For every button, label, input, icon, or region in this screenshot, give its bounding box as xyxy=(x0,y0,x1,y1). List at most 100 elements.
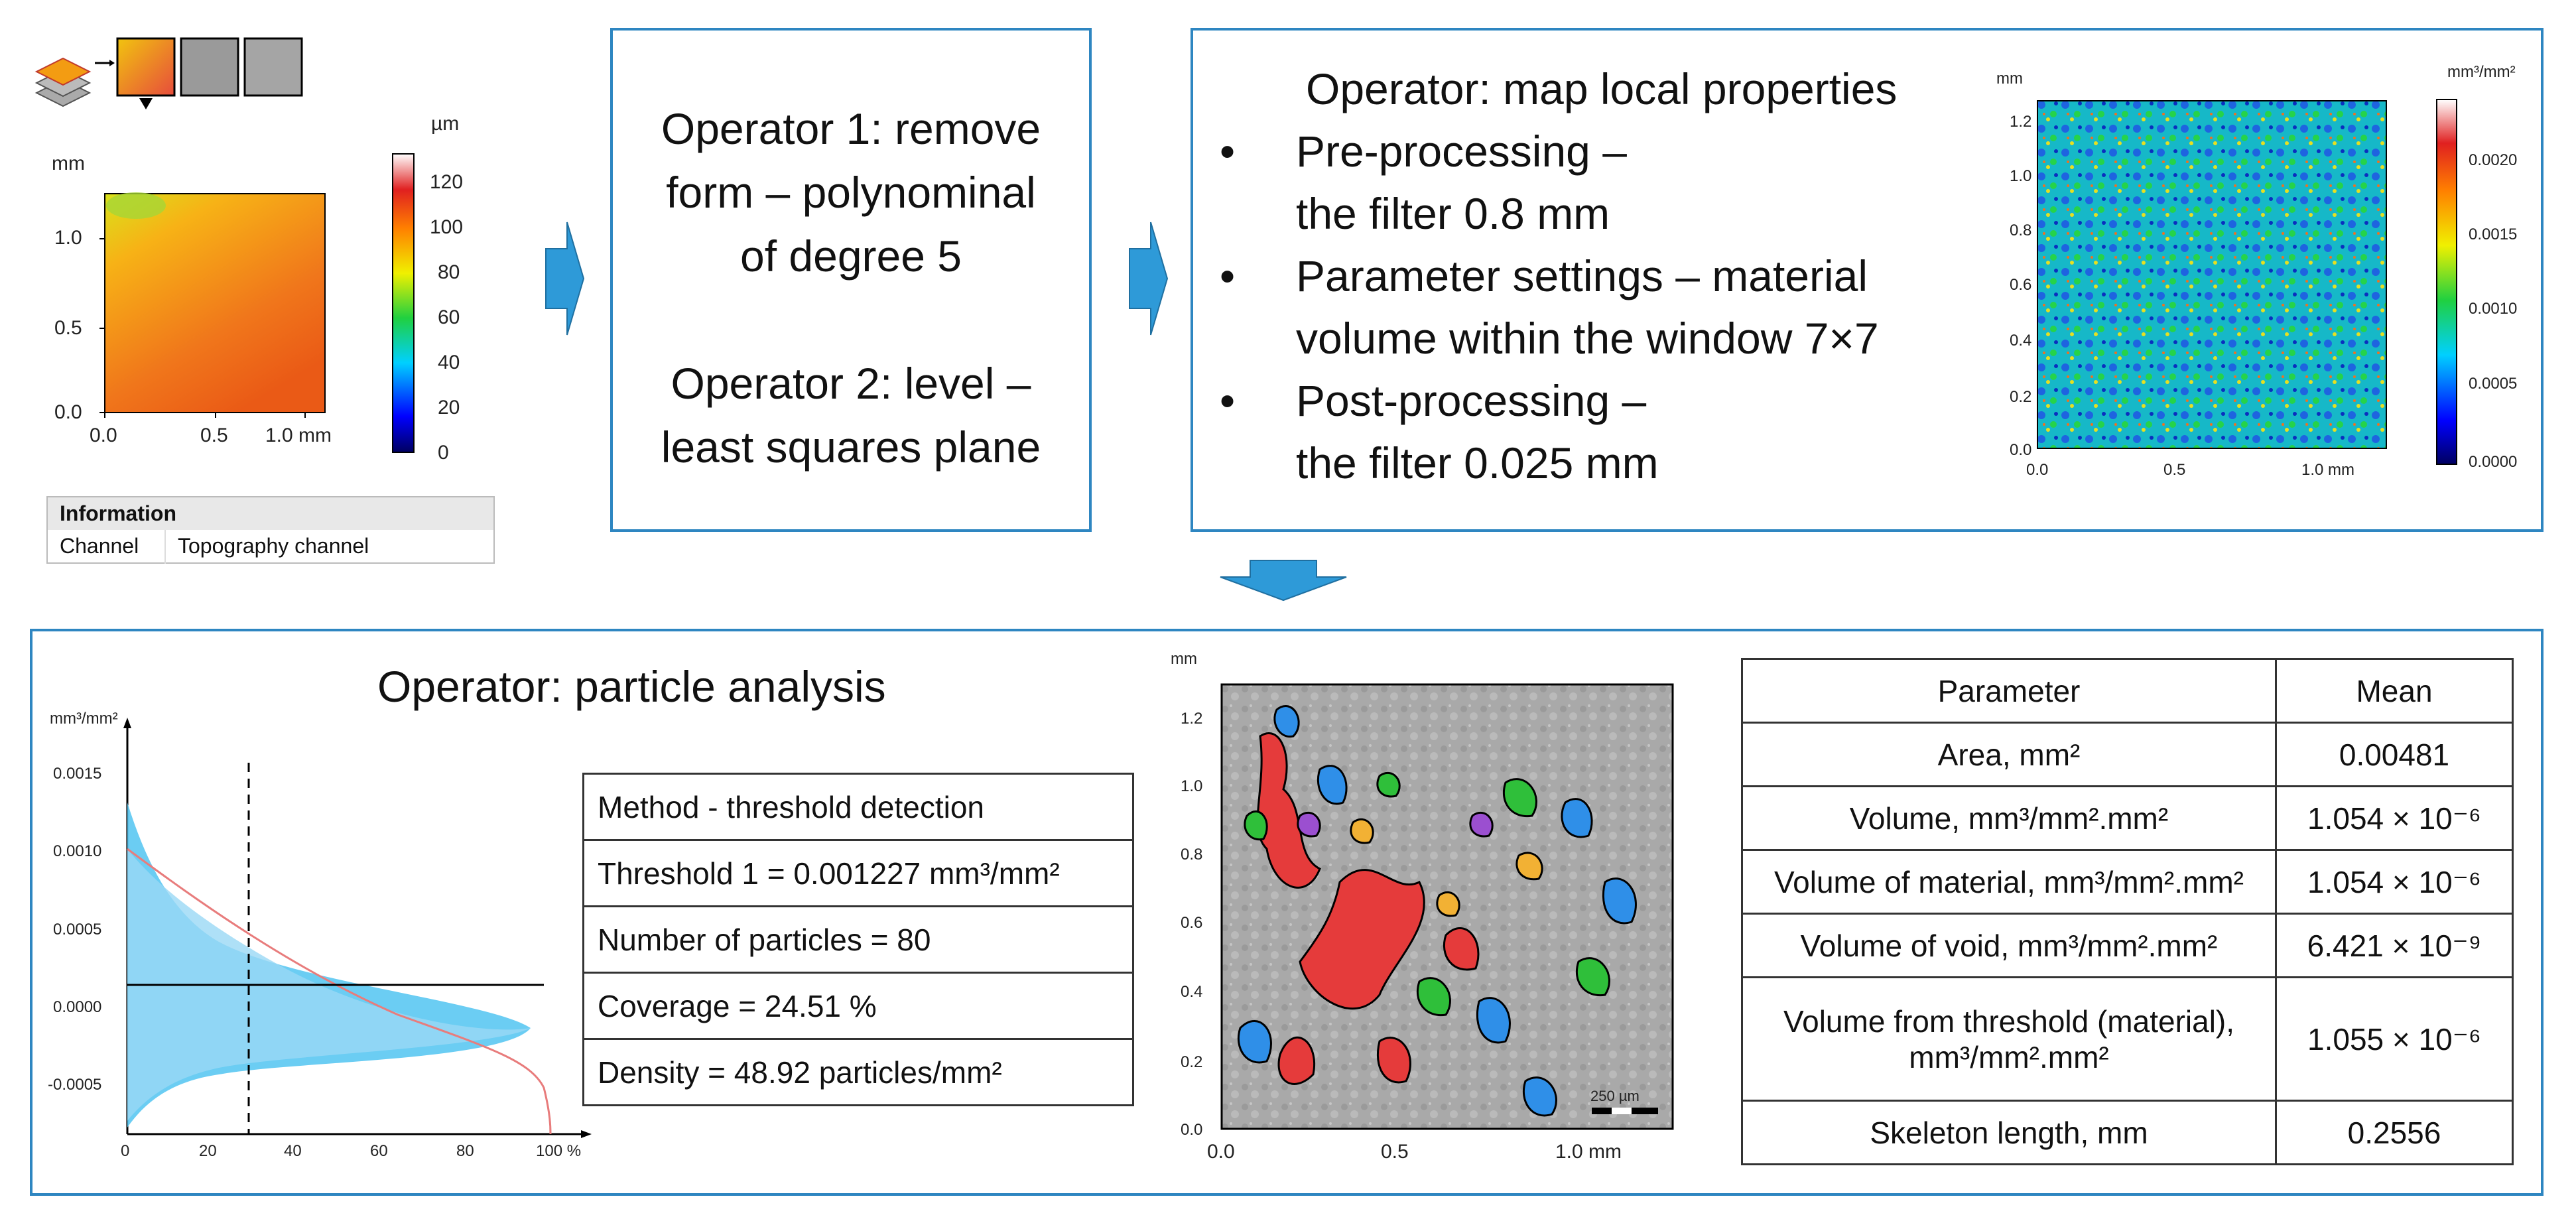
bullet-postprocessing-cont: the filter 0.025 mm xyxy=(1296,438,1659,487)
scale-bar-label: 250 µm xyxy=(1590,1088,1640,1104)
topo-y-tick: 0.5 xyxy=(54,317,82,339)
particle-map-y-tick: 1.2 xyxy=(1181,710,1203,728)
coverage-cell: Coverage = 24.51 % xyxy=(582,972,1134,1040)
volume-map-x-tick: 1.0 mm xyxy=(2301,461,2355,479)
volume-map-y-tick: 0.8 xyxy=(2010,222,2032,239)
volume-colorbar-tick: 0.0000 xyxy=(2469,453,2518,471)
operator1-line: form – polynominal xyxy=(666,168,1036,217)
volume-map-y-tick: 0.6 xyxy=(2010,276,2032,294)
param-name: Volume from threshold (material), xyxy=(1783,1003,2235,1039)
threshold-settings-table: Method - threshold detection Threshold 1… xyxy=(582,773,1134,1106)
topo-x-tick: 0.0 xyxy=(90,424,117,446)
volume-colorbar-tick: 0.0005 xyxy=(2469,375,2518,393)
topo-colorbar-tick: 100 xyxy=(430,216,464,238)
volume-map-y-tick: 1.2 xyxy=(2010,113,2032,131)
topo-axis-unit: mm xyxy=(52,153,85,174)
param-name: Volume, mm³/mm².mm² xyxy=(1741,785,2277,851)
height-histogram xyxy=(123,718,592,1138)
histogram-y-tick: 0.0005 xyxy=(53,921,102,938)
param-value: 1.055 × 10⁻⁶ xyxy=(2275,976,2514,1102)
information-title: Information xyxy=(47,497,494,530)
volume-map-y-tick: 0.2 xyxy=(2010,388,2032,406)
particle-map-y-tick: 0.8 xyxy=(1181,846,1203,864)
header-mean: Mean xyxy=(2275,658,2514,724)
topo-colorbar-tick: 120 xyxy=(430,171,464,193)
particle-map-y-tick: 1.0 xyxy=(1181,777,1203,795)
particle-map-x-tick: 1.0 mm xyxy=(1555,1141,1622,1163)
param-value: 0.2556 xyxy=(2275,1100,2514,1165)
param-name: Volume of void, mm³/mm².mm² xyxy=(1741,913,2277,978)
histogram-y-tick: 0.0000 xyxy=(53,998,102,1016)
topo-colorbar-tick: 40 xyxy=(438,352,460,373)
particle-map xyxy=(1220,683,1674,1130)
bullet-parameters-cont: volume within the window 7×7 xyxy=(1296,314,1879,363)
bullet-parameters: •Parameter settings – material xyxy=(1220,251,1868,300)
histogram-unit: mm³/mm² xyxy=(50,710,118,728)
volume-map-y-tick: 1.0 xyxy=(2010,167,2032,185)
operator1-line: of degree 5 xyxy=(740,231,962,281)
topo-colorbar-unit: µm xyxy=(431,113,460,135)
histogram-x-tick: 40 xyxy=(284,1142,302,1160)
volume-map-y-tick: 0.0 xyxy=(2010,441,2032,459)
arrow-right-icon xyxy=(545,222,585,336)
topo-y-tick: 0.0 xyxy=(54,401,82,423)
param-value: 1.054 × 10⁻⁶ xyxy=(2275,785,2514,851)
method-cell: Method - threshold detection xyxy=(582,773,1134,841)
volume-colorbar xyxy=(2436,99,2457,465)
volume-colorbar-tick: 0.0020 xyxy=(2469,151,2518,169)
topo-x-tick: 0.5 xyxy=(200,424,228,446)
header-parameter: Parameter xyxy=(1741,658,2277,724)
particle-analysis-title: Operator: particle analysis xyxy=(377,662,886,711)
histogram-y-tick: -0.0005 xyxy=(48,1076,102,1094)
param-value: 0.00481 xyxy=(2275,722,2514,787)
topo-colorbar-tick: 80 xyxy=(438,261,460,283)
histogram-x-tick: 100 % xyxy=(536,1142,582,1160)
operator-levelling-box: Operator 1: remove form – polynominal of… xyxy=(610,28,1092,532)
param-name: Skeleton length, mm xyxy=(1741,1100,2277,1165)
particle-map-x-tick: 0.5 xyxy=(1381,1141,1409,1163)
topography-map xyxy=(99,192,326,418)
particle-map-y-tick: 0.4 xyxy=(1181,983,1203,1001)
info-key: Channel xyxy=(47,530,166,563)
param-name: Volume of material, mm³/mm².mm² xyxy=(1741,849,2277,915)
histogram-x-tick: 80 xyxy=(456,1142,474,1160)
param-value: 1.054 × 10⁻⁶ xyxy=(2275,849,2514,915)
particle-map-y-tick: 0.2 xyxy=(1181,1053,1203,1071)
information-panel: Information Channel Topography channel xyxy=(46,496,495,564)
operator1-line: Operator 1: remove xyxy=(661,104,1041,153)
particle-map-y-tick: 0.6 xyxy=(1181,914,1203,932)
param-value: 6.421 × 10⁻⁹ xyxy=(2275,913,2514,978)
particle-parameters-table: Parameter Mean Area, mm² 0.00481 Volume,… xyxy=(1741,658,2514,1165)
volume-colorbar-tick: 0.0015 xyxy=(2469,225,2518,243)
density-cell: Density = 48.92 particles/mm² xyxy=(582,1038,1134,1106)
bullet-preprocessing: •Pre-processing – xyxy=(1220,127,1627,176)
histogram-x-tick: 0 xyxy=(121,1142,130,1160)
param-name-unit: mm³/mm².mm² xyxy=(1909,1039,2109,1074)
histogram-y-tick: 0.0015 xyxy=(53,765,102,783)
threshold-cell: Threshold 1 = 0.001227 mm³/mm² xyxy=(582,839,1134,907)
topo-colorbar-tick: 20 xyxy=(438,397,460,418)
volume-colorbar-tick: 0.0010 xyxy=(2469,300,2518,318)
volume-map-colorbar-unit: mm³/mm² xyxy=(2447,63,2516,81)
bullet-postprocessing: •Post-processing – xyxy=(1220,376,1647,425)
bullet-preprocessing-cont: the filter 0.8 mm xyxy=(1296,189,1610,238)
volume-map-x-tick: 0.0 xyxy=(2026,461,2049,479)
histogram-x-tick: 60 xyxy=(370,1142,388,1160)
info-value: Topography channel xyxy=(178,534,369,558)
particle-map-unit: mm xyxy=(1171,650,1197,668)
layers-icon xyxy=(34,37,303,109)
topo-y-tick: 1.0 xyxy=(54,227,82,249)
topo-x-tick: 1.0 mm xyxy=(265,424,332,446)
map-properties-title: Operator: map local properties xyxy=(1306,64,1898,113)
param-name-multiline: Volume from threshold (material), mm³/mm… xyxy=(1741,976,2277,1102)
arrow-right-icon xyxy=(1129,222,1169,336)
volume-map xyxy=(2037,100,2387,449)
histogram-y-tick: 0.0010 xyxy=(53,842,102,860)
topo-colorbar-tick: 60 xyxy=(438,306,460,328)
operator2-line: Operator 2: level – xyxy=(671,359,1031,408)
particle-map-x-tick: 0.0 xyxy=(1207,1141,1235,1163)
arrow-down-icon xyxy=(1220,560,1347,602)
histogram-x-tick: 20 xyxy=(199,1142,217,1160)
particle-map-y-tick: 0.0 xyxy=(1181,1121,1203,1139)
topo-colorbar-tick: 0 xyxy=(438,442,449,464)
